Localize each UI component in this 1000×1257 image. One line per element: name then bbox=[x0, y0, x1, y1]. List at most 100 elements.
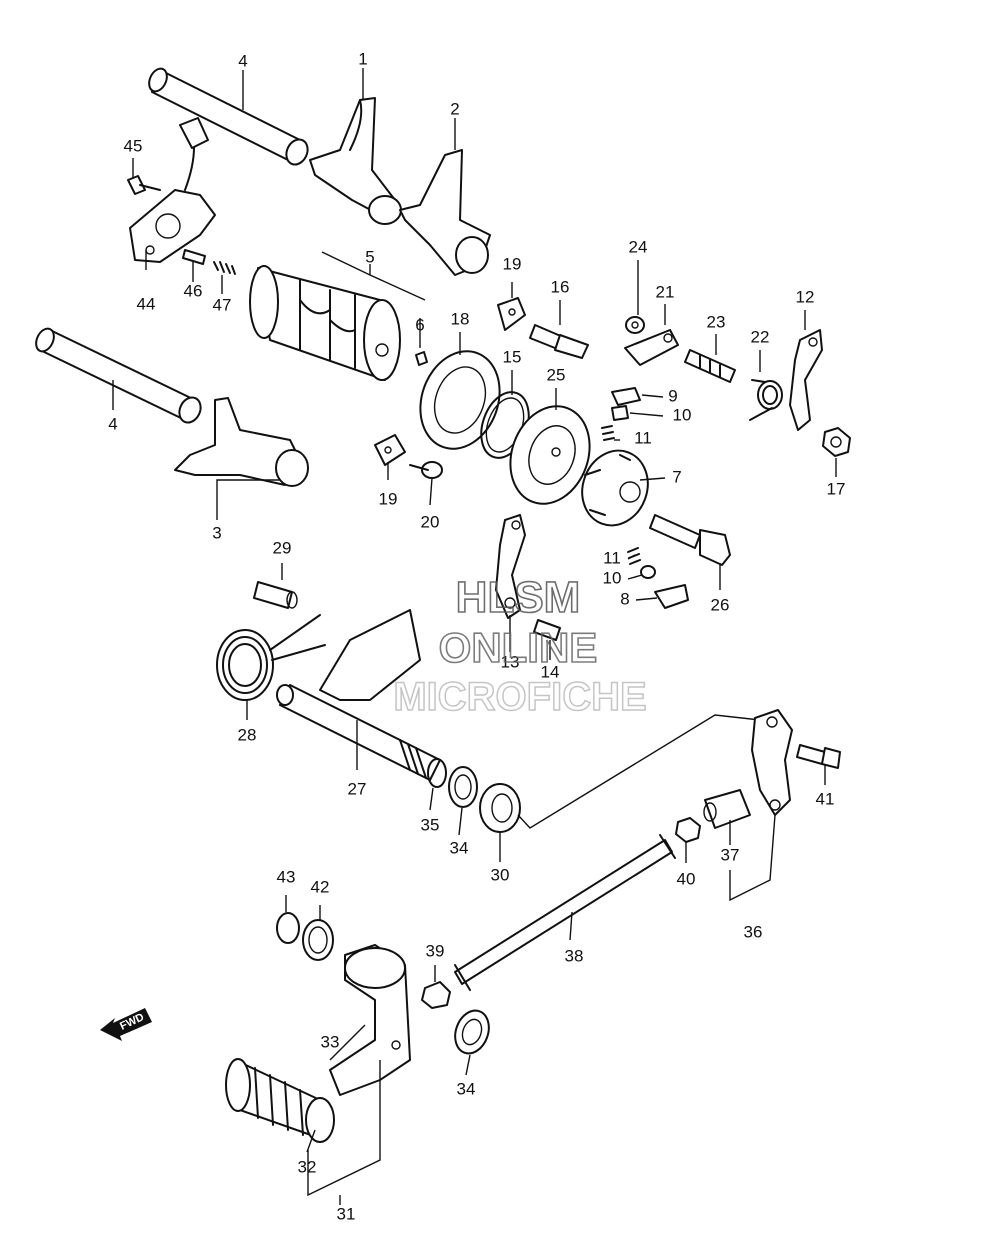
callout-11-upper: 11 bbox=[634, 428, 652, 447]
callout-3: 3 bbox=[212, 523, 221, 542]
bolt-41 bbox=[796, 744, 841, 769]
circlip-35 bbox=[427, 758, 447, 788]
callout-42: 42 bbox=[311, 877, 330, 896]
callout-25: 25 bbox=[547, 365, 566, 384]
callout-15: 15 bbox=[503, 347, 522, 366]
pawl-9 bbox=[611, 387, 641, 406]
watermark-line-3: MICROFICHE bbox=[393, 675, 646, 719]
plate-21 bbox=[624, 329, 679, 366]
gearshift-cam-5 bbox=[249, 265, 401, 381]
gearshift-rod-38 bbox=[454, 834, 676, 991]
callout-26: 26 bbox=[711, 595, 730, 614]
cam-gear-25 bbox=[509, 405, 591, 505]
oil-seal-30 bbox=[479, 783, 521, 833]
spring-47 bbox=[213, 261, 236, 275]
callout-39: 39 bbox=[426, 941, 445, 960]
forward-arrow-icon: FWD bbox=[100, 1008, 152, 1041]
callout-37: 37 bbox=[721, 845, 740, 864]
callout-11-lower: 11 bbox=[603, 548, 621, 567]
callout-10-upper: 10 bbox=[673, 405, 692, 424]
spring-22 bbox=[749, 379, 783, 421]
callout-40: 40 bbox=[677, 869, 696, 888]
stopper-plate-44 bbox=[129, 117, 216, 263]
callout-12: 12 bbox=[796, 287, 815, 306]
stud-16 bbox=[529, 324, 589, 359]
callout-36: 36 bbox=[744, 922, 763, 941]
pin-10-lower bbox=[640, 565, 656, 579]
gearshift-shaft-27 bbox=[276, 609, 441, 781]
callout-44: 44 bbox=[137, 294, 156, 313]
callout-19-lower: 19 bbox=[379, 489, 398, 508]
callout-17: 17 bbox=[827, 479, 846, 498]
callout-24: 24 bbox=[629, 237, 648, 256]
callout-14: 14 bbox=[541, 662, 560, 681]
bolt-45 bbox=[127, 175, 161, 195]
pin-46 bbox=[182, 249, 206, 265]
callout-22: 22 bbox=[751, 327, 770, 346]
callout-20: 20 bbox=[421, 512, 440, 531]
washer-24 bbox=[625, 316, 645, 334]
callout-6: 6 bbox=[415, 315, 424, 334]
bolt-20 bbox=[409, 461, 443, 479]
plate-19-upper bbox=[497, 297, 526, 331]
stopper-arm-12 bbox=[789, 329, 823, 431]
callout-13: 13 bbox=[501, 652, 520, 671]
plate-19-lower bbox=[374, 434, 406, 466]
callout-5: 5 bbox=[365, 247, 374, 266]
nut-39 bbox=[421, 981, 451, 1009]
assembly-line-shaft bbox=[517, 714, 761, 829]
callout-32: 32 bbox=[298, 1157, 317, 1176]
callout-10-lower: 10 bbox=[603, 568, 622, 587]
callout-30: 30 bbox=[491, 865, 510, 884]
shift-fork-1 bbox=[309, 97, 402, 225]
nut-17 bbox=[822, 427, 851, 457]
washer-42 bbox=[302, 919, 334, 961]
callout-45: 45 bbox=[124, 136, 143, 155]
callout-2: 2 bbox=[450, 99, 459, 118]
callout-38: 38 bbox=[565, 946, 584, 965]
bolt-14 bbox=[533, 619, 561, 641]
callout-21: 21 bbox=[656, 282, 675, 301]
callout-numbers: 1 2 3 4 4 5 6 7 8 9 10 10 11 11 12 13 14… bbox=[108, 49, 845, 1223]
spring-11-upper bbox=[601, 425, 615, 441]
return-spring-28 bbox=[216, 614, 326, 701]
callout-31: 31 bbox=[337, 1204, 356, 1223]
callout-41: 41 bbox=[816, 789, 835, 808]
shift-arm-assy-36 bbox=[703, 709, 793, 829]
watermark-line-1: HLSM bbox=[456, 573, 581, 622]
fork-shaft-lower bbox=[35, 327, 202, 424]
bolt-23 bbox=[684, 349, 736, 383]
bolt-26 bbox=[649, 514, 731, 566]
pin-6 bbox=[415, 351, 428, 366]
callout-33: 33 bbox=[321, 1032, 340, 1051]
callout-47: 47 bbox=[213, 295, 232, 314]
callout-18: 18 bbox=[451, 309, 470, 328]
shift-fork-2 bbox=[399, 149, 491, 276]
fork-shaft-upper bbox=[148, 67, 309, 166]
callout-7: 7 bbox=[672, 467, 681, 486]
washer-34-upper bbox=[448, 766, 478, 808]
stud-29 bbox=[253, 581, 298, 609]
circlip-43 bbox=[276, 912, 300, 944]
shift-arm-13 bbox=[495, 514, 526, 619]
pawl-holder-7 bbox=[581, 449, 649, 527]
callout-4-lower: 4 bbox=[108, 414, 117, 433]
leader-lines bbox=[112, 68, 837, 1205]
callout-1: 1 bbox=[358, 49, 367, 68]
callout-19-upper: 19 bbox=[503, 254, 522, 273]
callout-23: 23 bbox=[707, 312, 726, 331]
callout-4-upper: 4 bbox=[238, 51, 247, 70]
pin-10-upper bbox=[611, 405, 629, 421]
callout-28: 28 bbox=[238, 725, 257, 744]
callout-29: 29 bbox=[273, 538, 292, 557]
washer-34-lower bbox=[454, 1009, 490, 1055]
watermark-line-2: ONLINE bbox=[439, 624, 598, 671]
lever-rubber-32 bbox=[225, 1058, 335, 1143]
pawl-8 bbox=[654, 584, 689, 609]
callout-35: 35 bbox=[421, 815, 440, 834]
callout-46: 46 bbox=[184, 281, 203, 300]
callout-34-lower: 34 bbox=[457, 1079, 476, 1098]
watermark: HLSM ONLINE MICROFICHE bbox=[393, 572, 648, 720]
